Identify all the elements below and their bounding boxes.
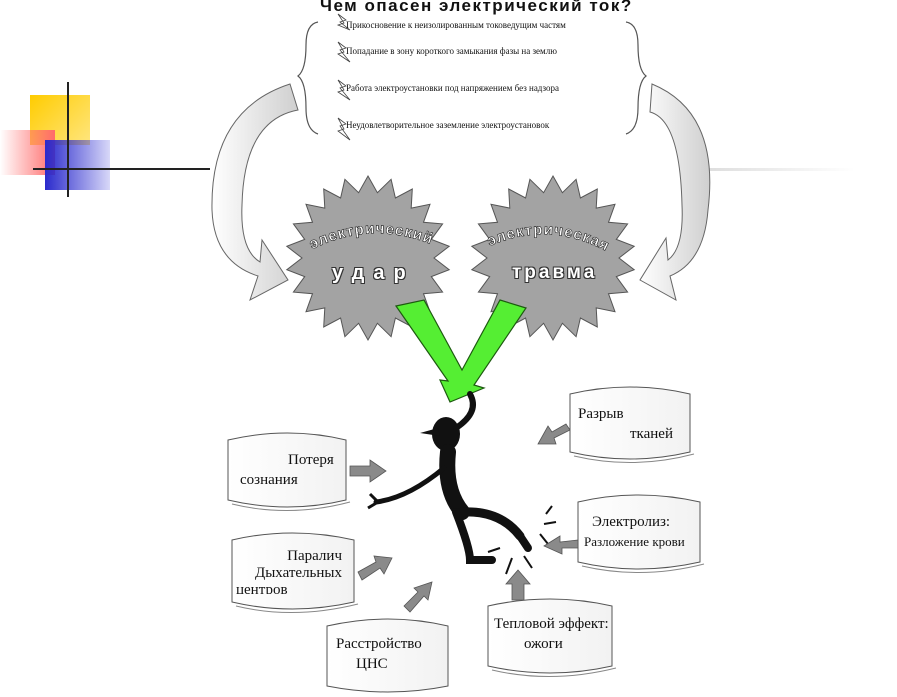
effect-heat: Тепловой эффект: ожоги: [494, 616, 609, 652]
trauma-word: травма: [512, 262, 598, 283]
electric-trauma-burst: [470, 174, 636, 342]
cause-item: Попадание в зону короткого замыкания фаз…: [346, 46, 557, 56]
green-v-arrow: [394, 299, 527, 403]
burst-shape: [470, 174, 636, 342]
shock-word: удар: [332, 262, 415, 284]
deco-right-line: [705, 168, 855, 171]
spark-marks: [487, 505, 557, 575]
electric-shock-burst: [285, 174, 451, 342]
effect-loss-consciousness: Потеря сознания: [240, 452, 334, 488]
cause-item: Прикосновение к неизолированным токоведу…: [346, 20, 566, 30]
left-curved-arrow: [211, 83, 299, 302]
main-title: Чем опасен электрический ток?: [320, 0, 633, 15]
cause-item: Работа электроустановки под напряжением …: [346, 83, 559, 93]
grey-arrows: [349, 423, 579, 613]
effect-cns: Расстройство ЦНС: [336, 636, 422, 672]
right-brace: [625, 21, 647, 135]
flag-paralysis: [231, 532, 359, 613]
flag-cns: [326, 618, 449, 693]
effect-paralysis: Паралич Дыхательных центров: [236, 548, 342, 594]
effect-rupture: Разрыв тканей: [578, 406, 673, 442]
deco-horizontal-line: [33, 168, 213, 170]
effect-electrolysis: Электролиз: Разложение крови: [584, 514, 685, 549]
left-brace: [297, 21, 319, 135]
flag-rupture: [569, 386, 695, 463]
flag-heat: [487, 598, 617, 677]
flag-electrolysis: [577, 494, 705, 573]
deco-vertical-line: [67, 82, 69, 197]
right-curved-arrow: [639, 83, 711, 301]
lightning-icon: [336, 13, 351, 141]
stick-figure: [367, 391, 532, 564]
deco-blue-square: [45, 140, 110, 190]
cause-item: Неудовлетворительное заземление электроу…: [346, 120, 550, 130]
flag-loss-consciousness: [227, 432, 351, 512]
burst-shape: [285, 174, 451, 342]
